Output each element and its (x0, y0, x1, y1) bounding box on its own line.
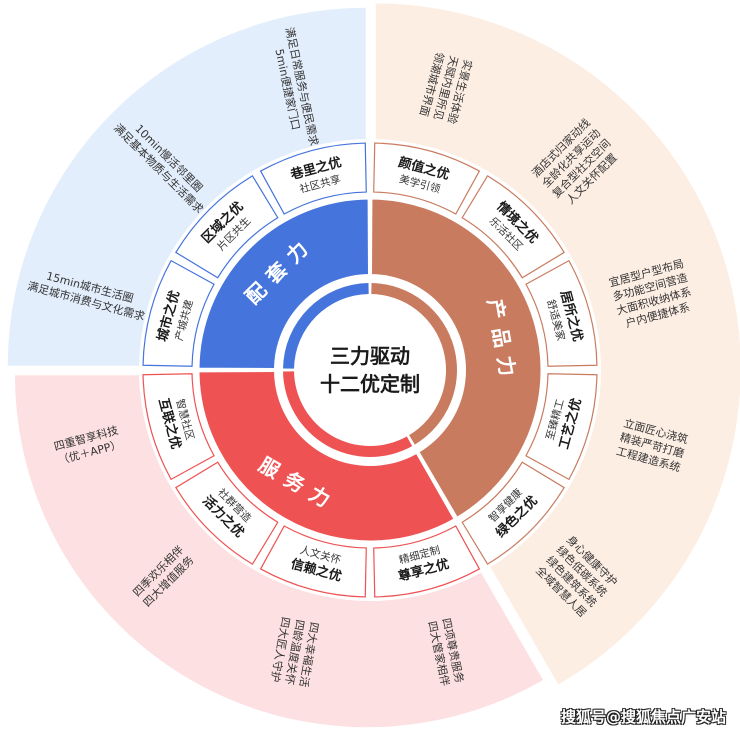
segment-box (142, 373, 215, 481)
segment-box (175, 175, 279, 279)
inner-arc-2 (283, 283, 369, 369)
center-circle (295, 295, 445, 445)
segment-box (373, 525, 481, 598)
segment-box (461, 175, 565, 279)
segment-box (259, 525, 367, 598)
segment-box (461, 461, 565, 565)
segment-box (259, 142, 367, 215)
inner-arc-0 (371, 283, 457, 445)
segment-box (373, 142, 481, 215)
inner-arc-1 (283, 371, 413, 457)
segment-box (525, 259, 598, 367)
center-title-line1: 三力驱动 (330, 344, 410, 368)
segment-box (175, 461, 279, 565)
watermark: 搜狐号@搜狐焦点广安站 (560, 708, 726, 726)
center-title-line2: 十二优定制 (320, 372, 420, 396)
segment-box (525, 373, 598, 481)
segment-box (142, 259, 215, 367)
